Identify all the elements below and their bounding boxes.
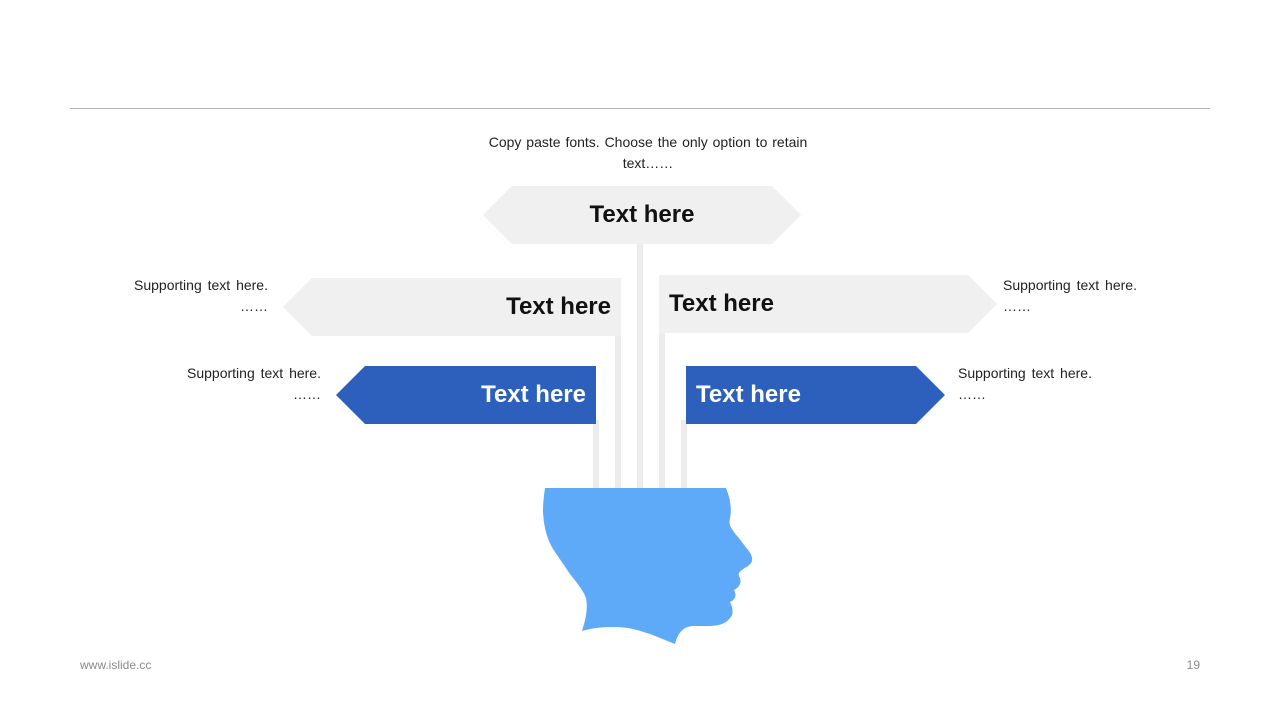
- sign-top-label: Text here: [589, 201, 695, 228]
- sign-poles: [593, 240, 687, 490]
- sign-left-upper-shape: [283, 278, 621, 336]
- support-right-lower-line2: ……: [958, 386, 986, 402]
- footer-website[interactable]: www.islide.cc: [80, 658, 152, 672]
- sign-left-upper-label: Text here: [506, 293, 611, 320]
- sign-right-upper-label: Text here: [669, 290, 774, 317]
- top-description: Copy paste fonts. Choose the only option…: [488, 134, 808, 171]
- pole-center: [637, 240, 643, 490]
- header-divider: [70, 108, 1210, 109]
- sign-top[interactable]: Text here: [483, 186, 801, 244]
- support-left-upper: Supporting text here. ……: [100, 275, 268, 317]
- sign-right-lower[interactable]: Text here: [686, 366, 945, 424]
- pole-left-lower: [593, 420, 599, 490]
- support-right-upper: Supporting text here. ……: [1003, 275, 1173, 317]
- support-right-upper-line1: Supporting text here.: [1003, 277, 1137, 293]
- support-left-lower-line1: Supporting text here.: [187, 365, 321, 381]
- support-left-lower: Supporting text here. ……: [150, 363, 321, 405]
- sign-top-shape: [483, 186, 801, 244]
- sign-right-upper[interactable]: Text here: [659, 275, 997, 333]
- support-right-lower-line1: Supporting text here.: [958, 365, 1092, 381]
- sign-right-lower-shape: [686, 366, 945, 424]
- pole-right-lower: [681, 420, 687, 490]
- sign-left-lower-shape: [336, 366, 596, 424]
- page-number: 19: [1186, 658, 1200, 672]
- sign-right-lower-label: Text here: [696, 381, 801, 408]
- support-left-lower-line2: ……: [293, 386, 321, 402]
- pole-left-upper: [615, 330, 621, 490]
- human-head-profile-icon: [543, 488, 753, 644]
- sign-right-upper-shape: [659, 275, 997, 333]
- sign-left-lower-label: Text here: [481, 381, 586, 408]
- sign-left-upper[interactable]: Text here: [283, 278, 621, 336]
- sign-left-lower[interactable]: Text here: [336, 366, 596, 424]
- support-left-upper-line1: Supporting text here.: [134, 277, 268, 293]
- support-left-upper-line2: ……: [240, 298, 268, 314]
- support-right-upper-line2: ……: [1003, 298, 1031, 314]
- pole-right-upper: [659, 330, 665, 490]
- support-right-lower: Supporting text here. ……: [958, 363, 1128, 405]
